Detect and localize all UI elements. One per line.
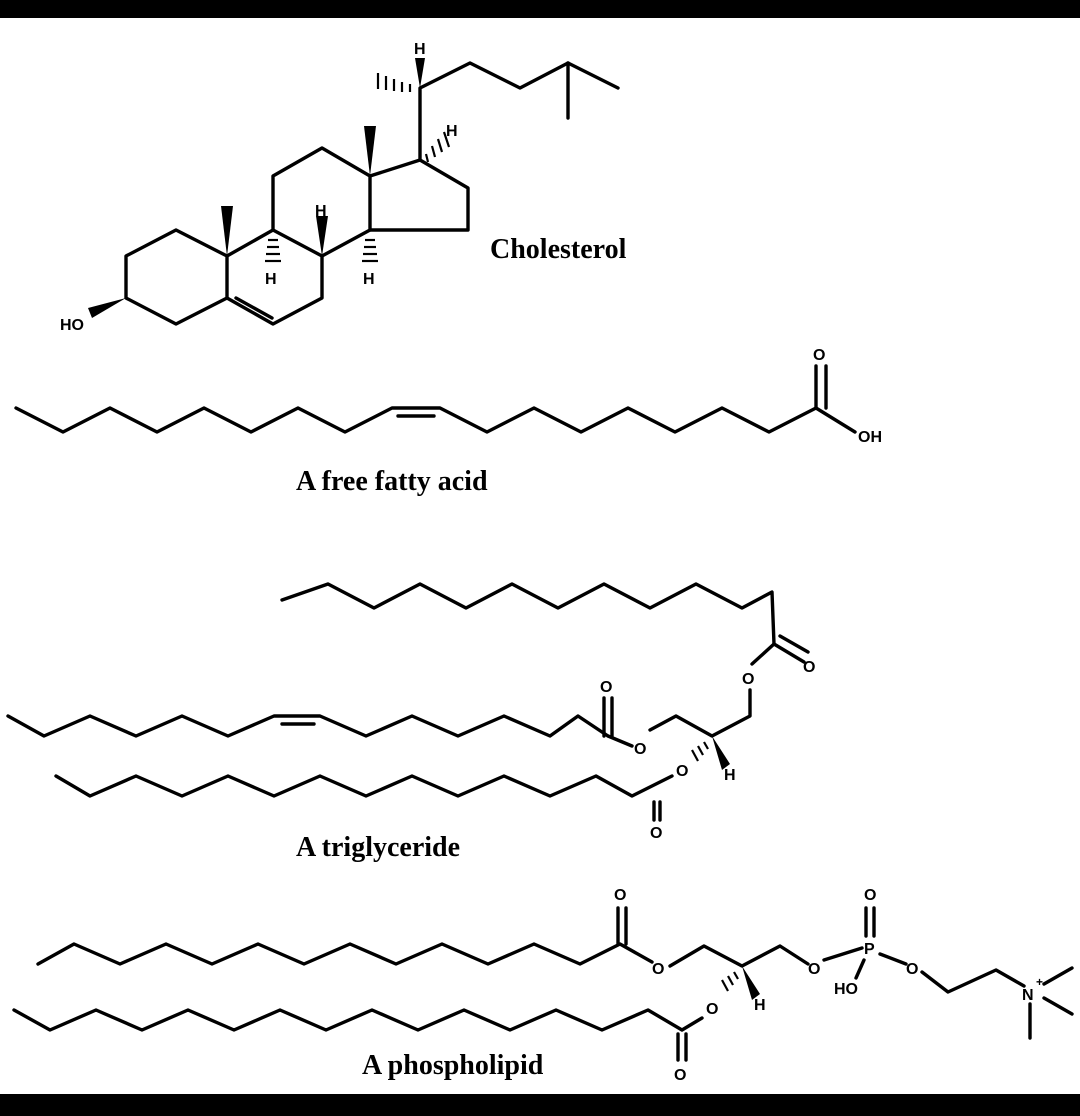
atom-charge-plus: + xyxy=(1036,975,1043,989)
atom-label-ho: HO xyxy=(834,981,858,998)
atom-label-h: H xyxy=(363,271,375,288)
atom-label-o: O xyxy=(634,741,646,758)
atom-label-o: O xyxy=(803,659,815,676)
caption-cholesterol: Cholesterol xyxy=(490,234,627,265)
atom-label-o: O xyxy=(674,1067,686,1084)
lipid-structures-canvas: HO H H H H H Cholesterol O OH A free fat… xyxy=(0,18,1080,1094)
atom-label-h: H xyxy=(315,203,327,220)
atom-label-ho: HO xyxy=(60,317,84,334)
atom-label-o: O xyxy=(650,825,662,842)
atom-label-o: O xyxy=(906,961,918,978)
atom-label-o: O xyxy=(706,1001,718,1018)
cholesterol-structure: HO H H H H H Cholesterol xyxy=(60,41,627,334)
triglyceride-structure: O O O O O H O A triglyceride xyxy=(6,582,815,863)
atom-label-h: H xyxy=(754,997,766,1014)
caption-phospholipid: A phospholipid xyxy=(362,1050,544,1081)
atom-label-o: O xyxy=(600,679,612,696)
atom-label-o: O xyxy=(652,961,664,978)
atom-label-oh: OH xyxy=(858,429,882,446)
atom-label-o: O xyxy=(808,961,820,978)
atom-label-h: H xyxy=(446,123,458,140)
atom-label-n: N xyxy=(1022,987,1034,1004)
atom-label-o: O xyxy=(813,347,825,364)
atom-label-p: P xyxy=(864,941,875,958)
phospholipid-structure: O O O H O O P HO O N + O A phosphol xyxy=(12,887,1074,1084)
atom-label-h: H xyxy=(414,41,426,58)
fatty-acid-structure: O OH A free fatty acid xyxy=(14,347,882,497)
atom-label-h: H xyxy=(724,767,736,784)
atom-label-o: O xyxy=(742,671,754,688)
caption-fatty-acid: A free fatty acid xyxy=(296,466,488,497)
atom-label-o: O xyxy=(614,887,626,904)
caption-triglyceride: A triglyceride xyxy=(296,832,460,863)
atom-label-o: O xyxy=(864,887,876,904)
atom-label-h: H xyxy=(265,271,277,288)
atom-label-o: O xyxy=(676,763,688,780)
structures-svg: HO H H H H H Cholesterol O OH A free fat… xyxy=(6,41,1074,1084)
